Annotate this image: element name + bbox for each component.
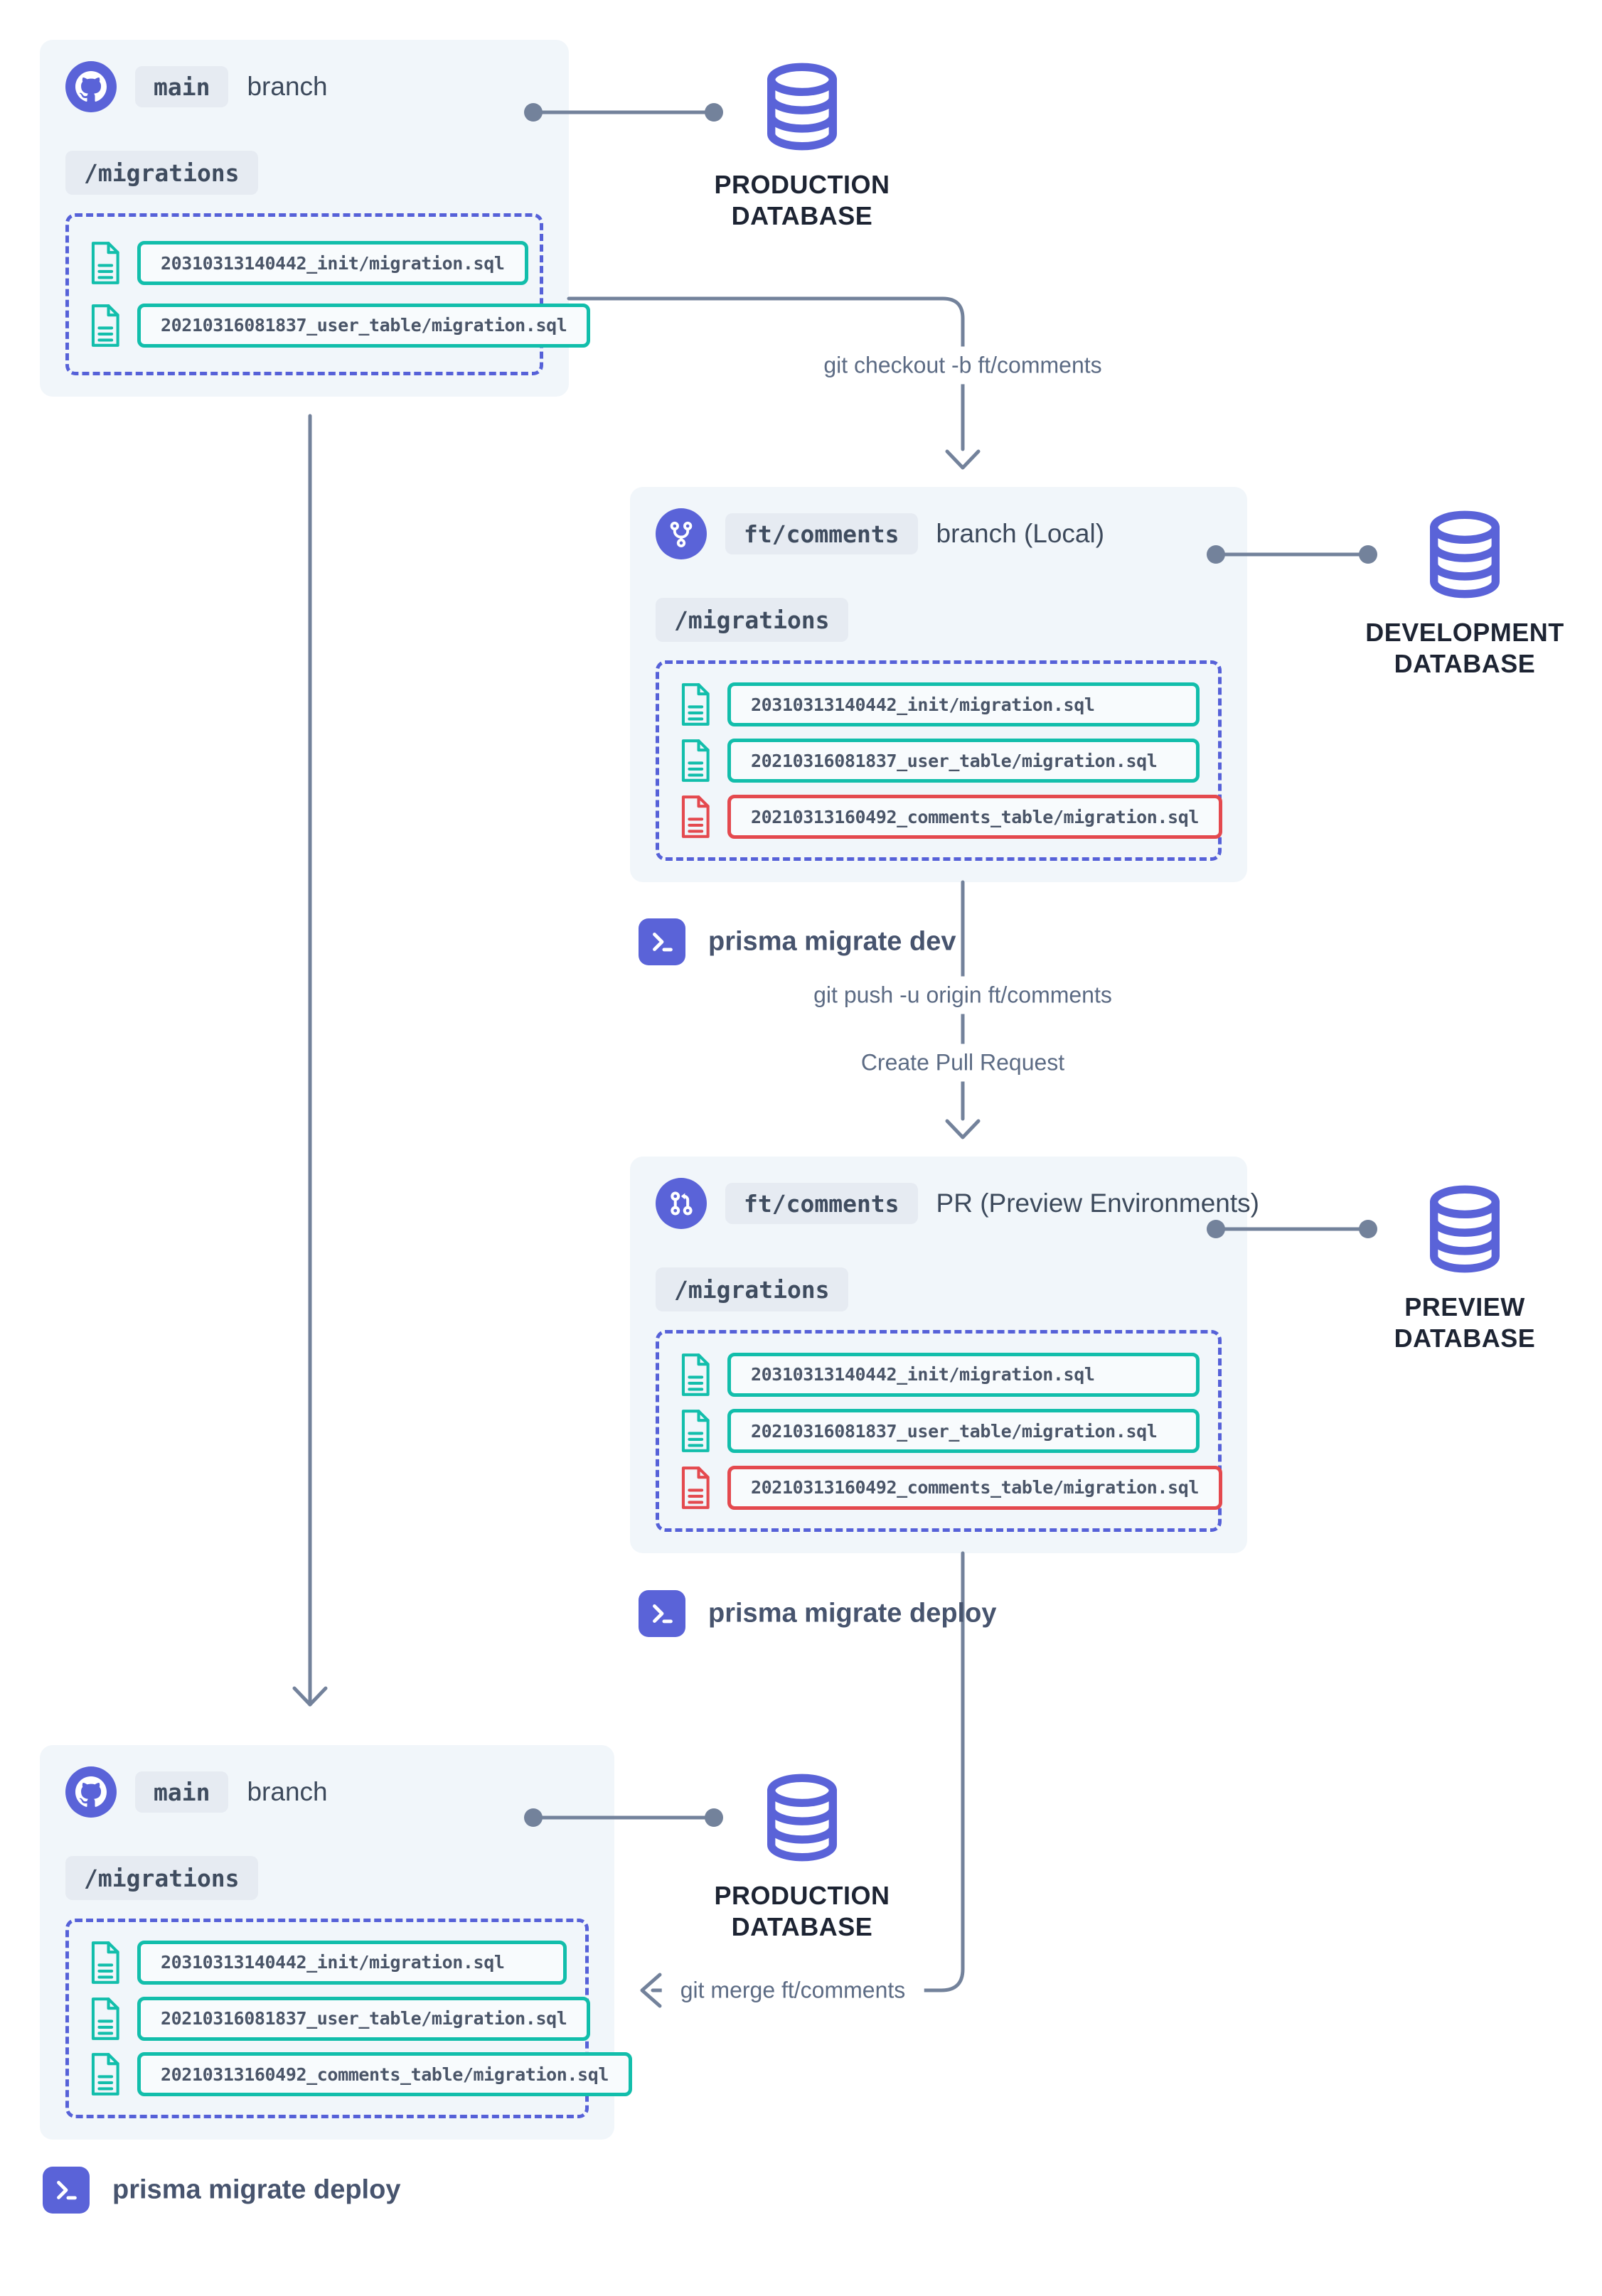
github-icon [65, 61, 117, 112]
database-icon [1418, 1182, 1512, 1276]
create-pull-request-label: Create Pull Request [842, 1044, 1084, 1082]
branch-name-badge: main [135, 1771, 229, 1813]
git-branch-icon [656, 508, 707, 559]
migrations-list: 20310313140442_init/migration.sql 202103… [656, 660, 1223, 861]
git-checkout-command: git checkout -b ft/comments [805, 346, 1121, 385]
file-icon [87, 2051, 123, 2097]
migrations-list: 20310313140442_init/migration.sql 202103… [656, 1330, 1223, 1532]
file-icon [87, 240, 123, 286]
prisma-migrate-dev-label: prisma migrate dev [708, 926, 956, 957]
file-icon [87, 1940, 123, 1985]
migration-file-name: 20210313160492_comments_table/migration.… [727, 795, 1223, 839]
file-icon [678, 738, 713, 783]
file-icon [678, 682, 713, 727]
terminal-icon [43, 2167, 90, 2214]
migrations-list: 20310313140442_init/migration.sql 202103… [65, 213, 591, 375]
migration-file-row: 20210316081837_user_table/migration.sql [87, 1996, 591, 2042]
database-icon [1418, 508, 1512, 601]
migration-file-row: 20210316081837_user_table/migration.sql [87, 303, 591, 348]
database-icon [755, 60, 849, 154]
migration-file-row: 20210313160492_comments_table/migration.… [678, 1465, 1223, 1511]
terminal-icon [639, 1590, 685, 1637]
branch-header: main branch [65, 61, 543, 112]
branch-header: ft/comments branch (Local) [656, 508, 1222, 559]
file-icon [87, 303, 123, 348]
migration-file-row: 20210316081837_user_table/migration.sql [678, 738, 1200, 783]
migration-file-row: 20210313160492_comments_table/migration.… [87, 2051, 633, 2097]
preview-database-label: PREVIEW DATABASE [1394, 1292, 1536, 1353]
branch-title: branch (Local) [936, 519, 1105, 548]
migration-file-name: 20310313140442_init/migration.sql [137, 241, 528, 286]
branch-name-badge: ft/comments [725, 1183, 918, 1224]
migration-file-name: 20310313140442_init/migration.sql [727, 682, 1200, 726]
migration-file-name: 20210316081837_user_table/migration.sql [137, 1996, 591, 2041]
arrowhead-left-icon [640, 1973, 662, 2008]
migrations-folder-badge: /migrations [65, 1856, 258, 1900]
migration-file-row: 20310313140442_init/migration.sql [87, 1940, 567, 1985]
migration-file-row: 20310313140442_init/migration.sql [87, 240, 528, 286]
file-icon [678, 794, 713, 839]
branch-name-badge: ft/comments [725, 513, 918, 554]
production-database-label-bottom: PRODUCTION DATABASE [714, 1881, 890, 1941]
feature-branch-local-box: ft/comments branch (Local) /migrations 2… [630, 487, 1247, 882]
migrations-list: 20310313140442_init/migration.sql 202103… [65, 1919, 633, 2118]
file-icon [87, 1996, 123, 2042]
branch-title: branch [247, 1777, 328, 1806]
migration-file-name: 20210316081837_user_table/migration.sql [727, 1409, 1200, 1453]
migrations-folder-badge: /migrations [656, 598, 848, 642]
branch-title: branch [247, 72, 328, 101]
git-push-command: git push -u origin ft/comments [795, 976, 1131, 1014]
migration-file-row: 20310313140442_init/migration.sql [678, 1352, 1200, 1398]
arrowhead-down-icon [292, 1686, 328, 1707]
feature-branch-pr-box: ft/comments PR (Preview Environments) /m… [630, 1157, 1259, 1553]
branch-name-badge: main [135, 66, 229, 107]
terminal-icon [639, 918, 685, 965]
main-branch-box-bottom: main branch /migrations 20310313140442_i… [40, 1745, 633, 2140]
migration-file-name: 20310313140442_init/migration.sql [727, 1352, 1200, 1397]
development-database-label: DEVELOPMENT DATABASE [1365, 618, 1564, 678]
migration-file-row: 20210316081837_user_table/migration.sql [678, 1408, 1200, 1454]
prisma-migrate-deploy-label: prisma migrate deploy [708, 1598, 997, 1629]
file-icon [678, 1408, 713, 1454]
branch-header: main branch [65, 1766, 589, 1818]
migration-file-name: 20210313160492_comments_table/migration.… [137, 2052, 633, 2097]
migration-file-name: 20210316081837_user_table/migration.sql [727, 739, 1200, 783]
migration-file-row: 20310313140442_init/migration.sql [678, 682, 1200, 727]
migration-file-name: 20210313160492_comments_table/migration.… [727, 1465, 1223, 1510]
git-pull-request-icon [656, 1178, 707, 1229]
arrowhead-down-icon [945, 1119, 981, 1139]
file-icon [678, 1465, 713, 1511]
migration-file-name: 20210316081837_user_table/migration.sql [137, 303, 591, 348]
database-icon [755, 1771, 849, 1865]
branch-header: ft/comments PR (Preview Environments) [656, 1178, 1259, 1229]
file-icon [678, 1352, 713, 1398]
migrations-folder-badge: /migrations [65, 151, 258, 195]
arrowhead-down-icon [945, 449, 981, 470]
migration-file-name: 20310313140442_init/migration.sql [137, 1940, 567, 1985]
git-merge-command: git merge ft/comments [661, 1971, 924, 2010]
production-database-label-top: PRODUCTION DATABASE [714, 170, 890, 230]
main-branch-box-top: main branch /migrations 20310313140442_i… [40, 40, 591, 397]
github-icon [65, 1766, 117, 1818]
migration-file-row: 20210313160492_comments_table/migration.… [678, 794, 1223, 839]
prisma-migrate-deploy-bottom-label: prisma migrate deploy [112, 2174, 401, 2205]
branch-title: PR (Preview Environments) [936, 1189, 1259, 1218]
migrations-folder-badge: /migrations [656, 1267, 848, 1311]
